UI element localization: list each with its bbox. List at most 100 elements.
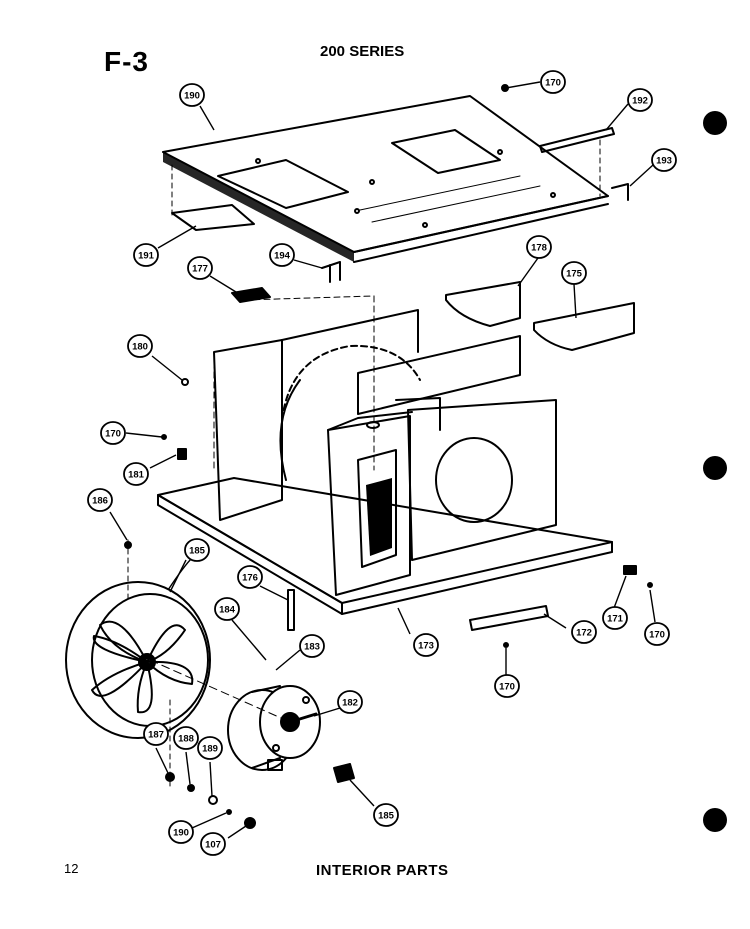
callout-circle [179, 83, 205, 107]
callout-label: 187 [148, 730, 164, 741]
callout-circle [184, 538, 210, 562]
callout-c187: 187 [143, 722, 169, 746]
callout-c180: 180 [127, 334, 153, 358]
callout-circle [494, 674, 520, 698]
bracket-185 [333, 763, 355, 783]
washer-188 [187, 784, 195, 792]
callout-circle [100, 421, 126, 445]
callout-label: 170 [105, 429, 121, 440]
bracket-176 [287, 589, 295, 631]
callout-c193: 193 [651, 148, 677, 172]
callout-c188: 188 [173, 726, 199, 750]
callout-label: 170 [499, 682, 515, 693]
fan-wheel [65, 581, 211, 739]
callout-label: 178 [531, 243, 547, 254]
binder-hole-middle [703, 456, 727, 480]
screw-190b [226, 809, 232, 815]
callout-label: 177 [192, 264, 208, 275]
fan-motor [227, 685, 321, 771]
callout-c190a: 190 [179, 83, 205, 107]
callout-label: 191 [138, 251, 155, 262]
callout-circle [651, 148, 677, 172]
clip-194 [321, 261, 341, 283]
clip-193 [611, 183, 629, 201]
callout-label: 183 [304, 642, 320, 653]
callout-label: 171 [607, 614, 624, 625]
callout-label: 186 [92, 496, 108, 507]
callout-c186: 186 [87, 488, 113, 512]
callout-label: 185 [378, 811, 395, 822]
page-number: 12 [64, 861, 79, 876]
callout-c183: 183 [299, 634, 325, 658]
callout-circle [644, 622, 670, 646]
binder-hole-bottom [703, 808, 727, 832]
callout-circle [413, 633, 439, 657]
binder-hole-top [703, 111, 727, 135]
callout-label: 173 [418, 641, 434, 652]
callout-circle [526, 235, 552, 259]
clip-181 [177, 448, 187, 460]
center-bracket [327, 411, 413, 596]
callout-label: 172 [576, 628, 592, 639]
screw-180 [181, 378, 189, 386]
callout-c182: 182 [337, 690, 363, 714]
callout-circle [571, 620, 597, 644]
base-pan [157, 477, 613, 615]
callout-circle [373, 803, 399, 827]
callout-c177: 177 [187, 256, 213, 280]
callout-circle [143, 722, 169, 746]
callout-bubbles: 190 170 192 193 191 177 194 178 175 180 170 181 186 1… [87, 70, 677, 856]
screw-170b [161, 434, 167, 440]
callout-c170a: 170 [540, 70, 566, 94]
callout-circle [200, 832, 226, 856]
callout-circle [127, 334, 153, 358]
callout-c170d: 170 [494, 674, 520, 698]
callout-c171: 171 [602, 606, 628, 630]
callout-circle [187, 256, 213, 280]
callout-circle [237, 565, 263, 589]
screw-186 [124, 541, 132, 549]
nut-107 [244, 817, 256, 829]
clip-171 [623, 565, 637, 575]
callout-c184: 184 [214, 597, 240, 621]
callout-circle [337, 690, 363, 714]
callout-c173: 173 [413, 633, 439, 657]
callout-label: 192 [632, 96, 648, 107]
panel-178 [445, 281, 521, 327]
callout-label: 188 [178, 734, 194, 745]
callout-c189: 189 [197, 736, 223, 760]
callout-c190b: 190 [168, 820, 194, 844]
callout-c170b: 170 [100, 421, 126, 445]
callout-label: 175 [566, 269, 583, 280]
callout-label: 181 [128, 470, 145, 481]
callout-c194: 194 [269, 243, 295, 267]
callout-circle [197, 736, 223, 760]
strip-192 [539, 127, 615, 153]
leader-lines [109, 81, 656, 839]
binder-holes [703, 111, 727, 832]
callout-c185b: 185 [373, 803, 399, 827]
callout-label: 190 [184, 91, 200, 102]
callout-circle [540, 70, 566, 94]
callout-label: 176 [242, 573, 258, 584]
screw-170d [503, 642, 509, 648]
washer-189 [208, 795, 218, 805]
figure-id: F-3 [104, 46, 149, 77]
callout-circle [299, 634, 325, 658]
callout-circle [168, 820, 194, 844]
callout-circle [173, 726, 199, 750]
bracket-191 [171, 204, 255, 231]
callout-c172: 172 [571, 620, 597, 644]
callout-c192: 192 [627, 88, 653, 112]
callout-circle [269, 243, 295, 267]
panel-175 [533, 302, 635, 351]
callout-c176: 176 [237, 565, 263, 589]
callout-label: 170 [545, 78, 561, 89]
callout-circle [602, 606, 628, 630]
callout-circle [627, 88, 653, 112]
callout-label: 184 [219, 605, 236, 616]
callout-label: 194 [274, 251, 291, 262]
partition-assembly [213, 295, 421, 521]
